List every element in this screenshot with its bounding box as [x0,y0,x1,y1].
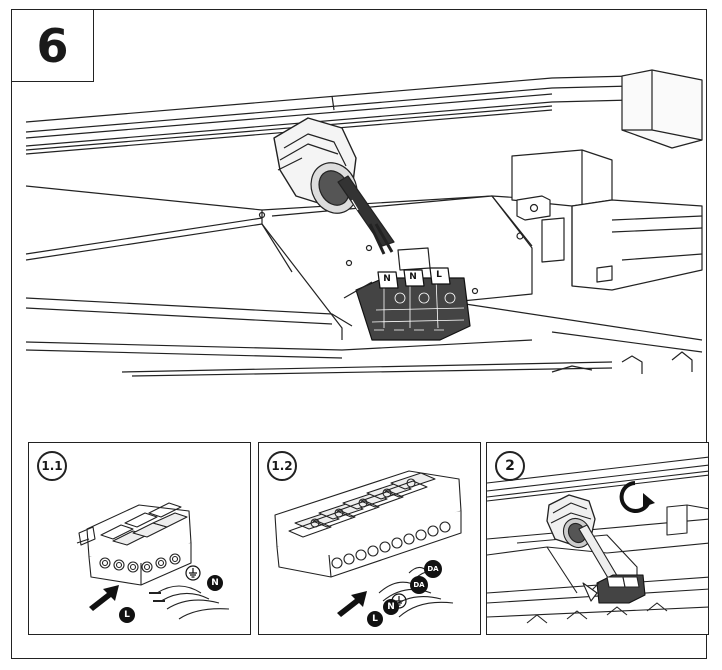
panel-2: 2 [486,442,709,635]
insert-arrow-icon [337,591,367,617]
wire-label-l: L [372,614,378,624]
wire-label-l: L [124,610,130,620]
panel-badge: 2 [495,451,525,481]
connector-5-pole-illustration: L N DA DA [274,470,462,627]
step-number: 6 [36,18,69,73]
step-number-box: 6 [12,10,94,82]
gland-tightening-illustration [487,456,708,624]
wire-label-n: N [211,578,219,588]
terminal-label-l: L [436,270,442,280]
panel-badge-label: 2 [505,458,515,474]
wire-label-da-2: DA [427,565,439,573]
panel-1-2: 1.2 [258,442,481,635]
main-illustration: N N L [25,69,703,377]
panel-badge: 1.2 [267,451,297,481]
tighten-rotate-icon [619,481,655,513]
terminal-label-n2: N [409,272,417,282]
ground-symbol-icon [185,565,201,581]
wire-label-da-1: DA [413,581,425,589]
panel-badge-label: 1.1 [41,459,63,473]
insert-arrow-icon [89,585,119,611]
wire-label-n: N [387,602,395,612]
panel-badge-label: 1.2 [271,459,293,473]
panel-1-1: 1.1 [28,442,251,635]
panel-badge: 1.1 [37,451,67,481]
terminal-label-n1: N [383,274,391,284]
connector-3-pole-illustration: L N [76,502,230,623]
instruction-sheet: N N L 6 1.1 [11,9,709,659]
